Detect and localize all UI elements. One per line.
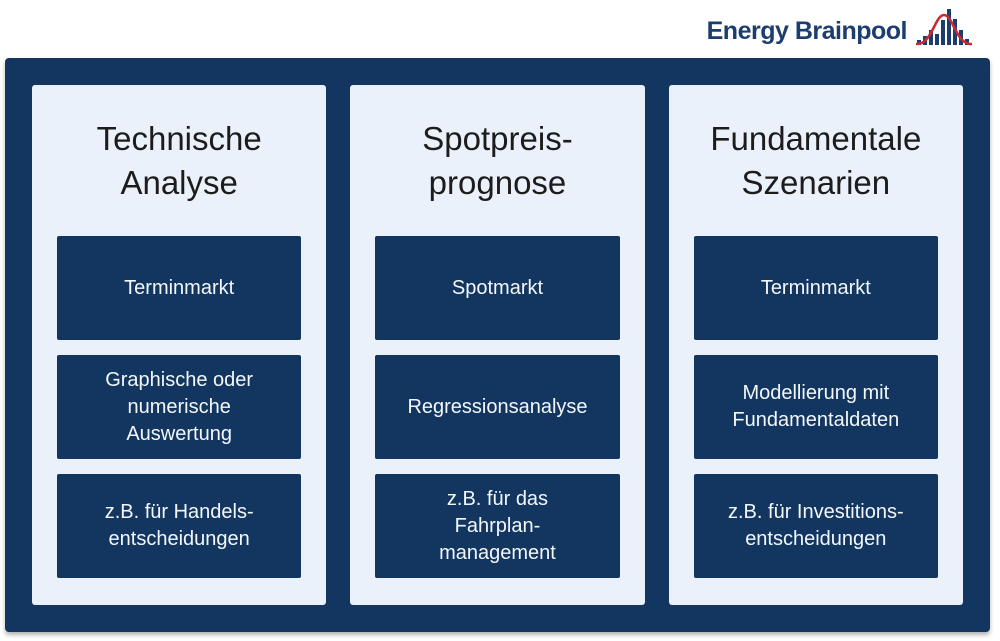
box-graphische-numerische-auswertung: Graphische oder numerische Auswertung [57, 355, 302, 459]
bar-chart-bell-curve-icon [916, 9, 972, 46]
box-fahrplanmanagement: z.B. für das Fahrplan- management [375, 474, 620, 578]
box-modellierung-fundamentaldaten: Modellierung mit Fundamentaldaten [693, 355, 938, 459]
box-terminmarkt-2: Terminmarkt [693, 236, 938, 340]
diagram-frame: Technische Analyse Terminmarkt Graphisch… [5, 58, 990, 632]
box-handelsentscheidungen: z.B. für Handels- entscheidungen [57, 474, 302, 578]
logo-text: Energy Brainpool [706, 16, 908, 45]
box-regressionsanalyse: Regressionsanalyse [375, 355, 620, 459]
column-title: Fundamentale Szenarien [710, 119, 922, 201]
column-technische-analyse: Technische Analyse Terminmarkt Graphisch… [32, 85, 327, 605]
column-title: Technische Analyse [96, 119, 262, 201]
box-terminmarkt: Terminmarkt [57, 236, 302, 340]
box-investitionsentscheidungen: z.B. für Investitions- entscheidungen [693, 474, 938, 578]
column-spotpreisprognose: Spotpreis- prognose Spotmarkt Regression… [350, 85, 645, 605]
box-spotmarkt: Spotmarkt [375, 236, 620, 340]
logo: Energy Brainpool [707, 6, 972, 50]
column-title: Spotpreis- prognose [422, 119, 573, 201]
column-fundamentale-szenarien: Fundamentale Szenarien Terminmarkt Model… [668, 85, 963, 605]
